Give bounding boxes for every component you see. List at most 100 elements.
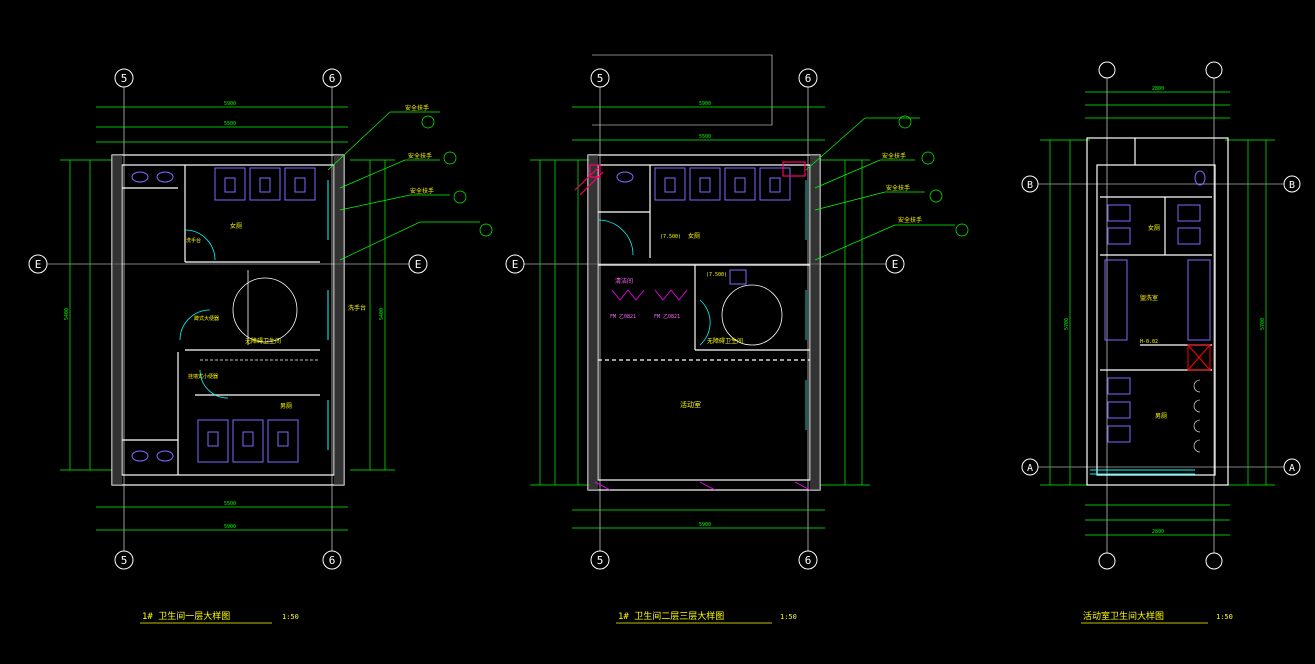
drawing-title: 1# 卫生间二层三层大样图 <box>618 610 724 622</box>
note-2: 安全扶手 <box>408 152 432 160</box>
door-marks <box>594 289 811 491</box>
axis-label: B <box>1289 180 1295 191</box>
note-7: 蹲式大便器 <box>194 315 219 322</box>
note-4: FM 乙0821 <box>610 313 636 320</box>
room-cleaning: 清洁间 <box>615 277 633 285</box>
drawing-scale: 1:50 <box>780 613 797 621</box>
dim-overall-top: 5900 <box>699 101 711 107</box>
dim-right-total: 5700 <box>1260 318 1266 330</box>
wall-hatch <box>112 155 344 485</box>
dim-left-total: 5700 <box>1064 318 1070 330</box>
axis-lines <box>47 87 409 551</box>
axis-label: 6 <box>329 72 336 85</box>
axis-bubble-E-right: E <box>885 254 905 274</box>
note-6: (7.500) <box>660 234 681 240</box>
drawing-title: 活动室卫生间大样图 <box>1083 610 1164 622</box>
room-accessible: 无障碍卫生间 <box>707 337 743 345</box>
axis-bubble-6-bottom: 6 <box>322 550 342 570</box>
note-5: FM 乙0821 <box>654 313 680 320</box>
axis-bubble-E-left: E <box>28 254 48 274</box>
dimension-lines <box>1040 91 1275 536</box>
note-7: (7.500) <box>706 272 727 278</box>
drawing-floor1: 5 6 5 6 E E <box>28 68 493 624</box>
axis-bubble-5-top: 5 <box>114 68 134 88</box>
walls <box>1086 137 1229 486</box>
walls <box>587 154 821 491</box>
axis-label: 6 <box>805 554 812 567</box>
dim-right-height: 5400 <box>379 308 385 320</box>
axis-bubble-5-top: 5 <box>590 68 610 88</box>
axis-bubble-5-bottom: 5 <box>114 550 134 570</box>
leader-lines <box>327 111 480 261</box>
axis-label: B <box>1027 180 1033 191</box>
drawing-scale: 1:50 <box>1216 613 1233 621</box>
room-female: 女厕 <box>688 232 700 240</box>
room-sink: 盥洗室 <box>1140 294 1158 302</box>
leader-tags <box>898 115 969 237</box>
note-2: 安全扶手 <box>886 184 910 192</box>
note-5: 洗手台 <box>186 237 201 244</box>
axis-bubble-E-left: E <box>505 254 525 274</box>
door-swings <box>179 229 229 399</box>
room-activity: 活动室 <box>680 400 701 409</box>
note-6: 挂墙式小便器 <box>188 373 218 380</box>
axis-bubble-A-right: A <box>1283 458 1301 476</box>
note-1: H-0.02 <box>1140 339 1158 345</box>
axis-label: A <box>1289 463 1295 474</box>
note-3: 安全扶手 <box>410 187 434 195</box>
dim-top: 2800 <box>1152 86 1164 92</box>
dim-bottom-inner: 5500 <box>224 501 236 507</box>
axis-label: E <box>35 258 42 271</box>
dim-bottom-overall: 5900 <box>224 524 236 530</box>
fixtures <box>1104 170 1211 443</box>
leader-lines <box>805 117 955 261</box>
axis-bubble-5-bottom: 5 <box>590 550 610 570</box>
room-accessible: 无障碍卫生间 <box>245 337 281 345</box>
drawing-activity-room-toilet: B B A A <box>1021 61 1301 624</box>
axis-bubble-B-left: B <box>1021 175 1039 193</box>
axis-label: E <box>892 258 899 271</box>
axis-label: 5 <box>597 554 604 567</box>
toilet-stalls-top <box>214 167 316 201</box>
dimension-lines <box>60 106 395 531</box>
accessible-room <box>721 284 783 346</box>
axis-label: 6 <box>329 554 336 567</box>
axis-bubble-6-bottom: 6 <box>798 550 818 570</box>
dim-overall-top: 5900 <box>224 101 236 107</box>
axis-label: A <box>1027 463 1033 474</box>
axis-bubble-A-left: A <box>1021 458 1039 476</box>
axis-lines <box>1038 78 1284 553</box>
stair-hatch <box>574 161 806 196</box>
note-1: 安全扶手 <box>405 104 429 112</box>
urinals <box>200 359 320 396</box>
window-lines <box>1090 469 1195 475</box>
axis-label: E <box>512 258 519 271</box>
axis-bubble-6-top: 6 <box>798 68 818 88</box>
drawing-floor2-3: 5 6 5 6 E E <box>505 54 969 624</box>
axis-lines <box>524 54 886 551</box>
shaft-marks <box>1187 344 1211 371</box>
note-4: 洗手台 <box>348 304 366 312</box>
note-3: 安全扶手 <box>898 216 922 224</box>
dimension-lines <box>530 106 870 529</box>
toilet-stalls-bottom <box>197 419 299 463</box>
axis-bubble-6-top: 6 <box>322 68 342 88</box>
room-female: 女厕 <box>1148 224 1160 232</box>
door-swings <box>597 180 807 430</box>
accessible-room <box>232 270 298 345</box>
room-female: 女厕 <box>230 222 242 230</box>
axis-label: 5 <box>121 72 128 85</box>
room-male: 男厕 <box>280 403 292 410</box>
wall-hatch <box>588 155 820 490</box>
axis-label: 6 <box>805 72 812 85</box>
dim-left-height: 5400 <box>64 308 70 320</box>
leader-tags <box>421 115 493 237</box>
axis-label: E <box>415 258 422 271</box>
urinal-arcs <box>1193 379 1201 453</box>
sinks <box>131 171 174 462</box>
axis-label: 5 <box>121 554 128 567</box>
dim-inner-top: 5500 <box>699 134 711 140</box>
room-male: 男厕 <box>1155 413 1167 420</box>
axis-bubble-E-right: E <box>408 254 428 274</box>
